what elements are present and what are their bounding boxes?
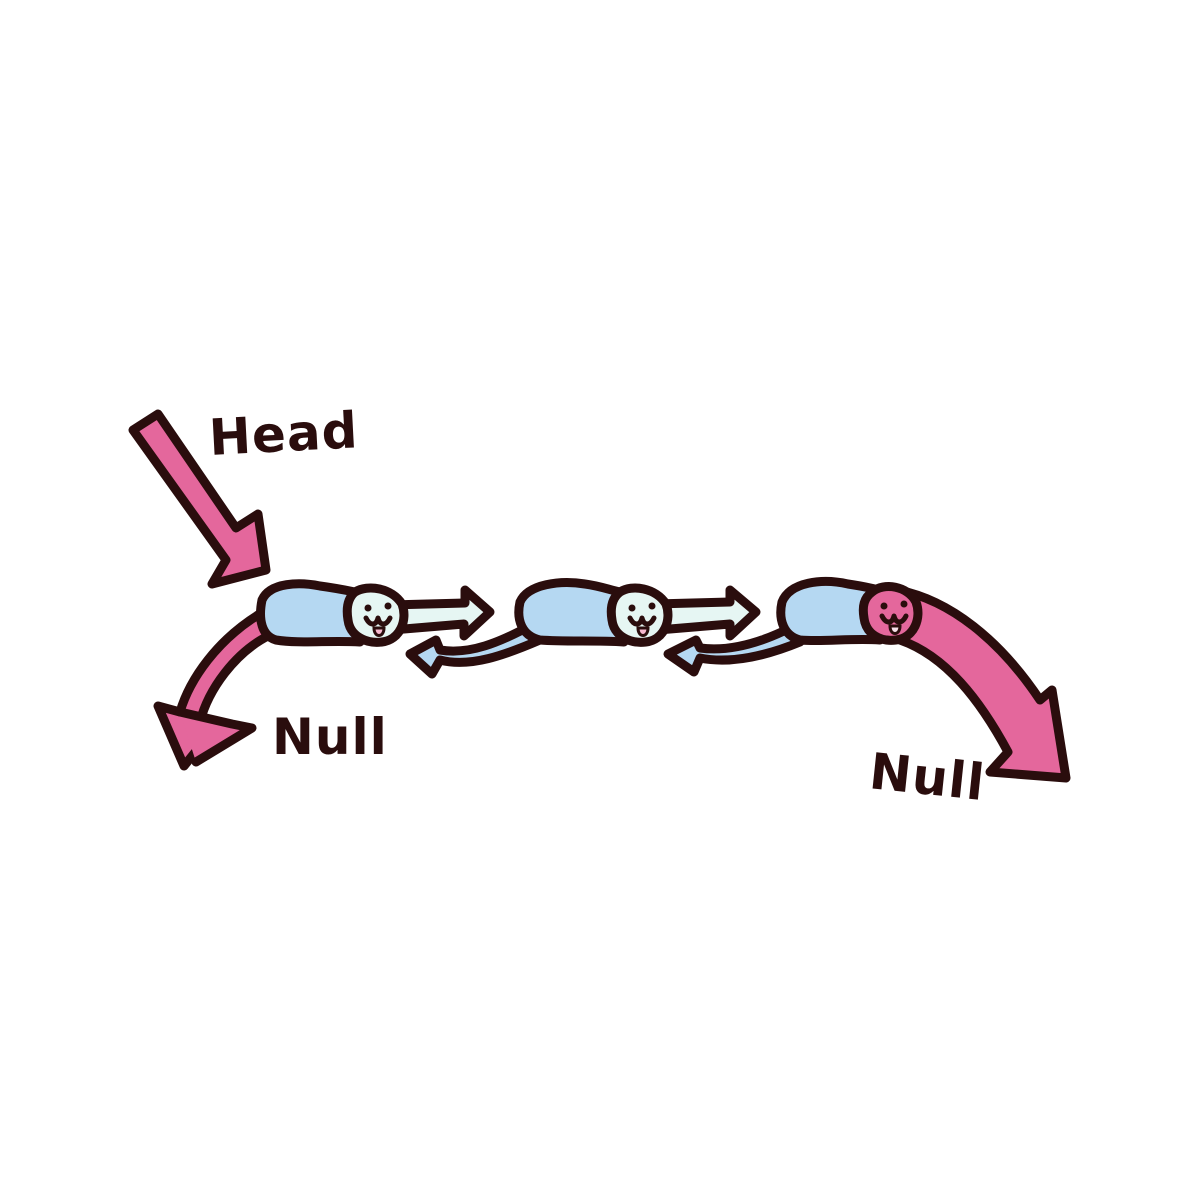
head-pointer-arrow <box>128 409 271 589</box>
node-1 <box>256 579 495 647</box>
node-2-next-arrow <box>650 585 761 641</box>
node-2-prev-arrow <box>405 621 545 679</box>
face-icon <box>342 583 409 647</box>
null-left-label: Null <box>272 708 388 766</box>
null-next-arrow <box>893 585 1071 783</box>
face-icon <box>858 582 923 645</box>
face-icon <box>606 583 673 647</box>
node-2 <box>405 578 761 679</box>
node-3-prev-arrow <box>663 623 805 677</box>
node-3 <box>663 577 1071 783</box>
null-right-label: Null <box>867 742 988 812</box>
null-prev-arrow <box>153 610 275 771</box>
head-label: Head <box>208 401 360 467</box>
